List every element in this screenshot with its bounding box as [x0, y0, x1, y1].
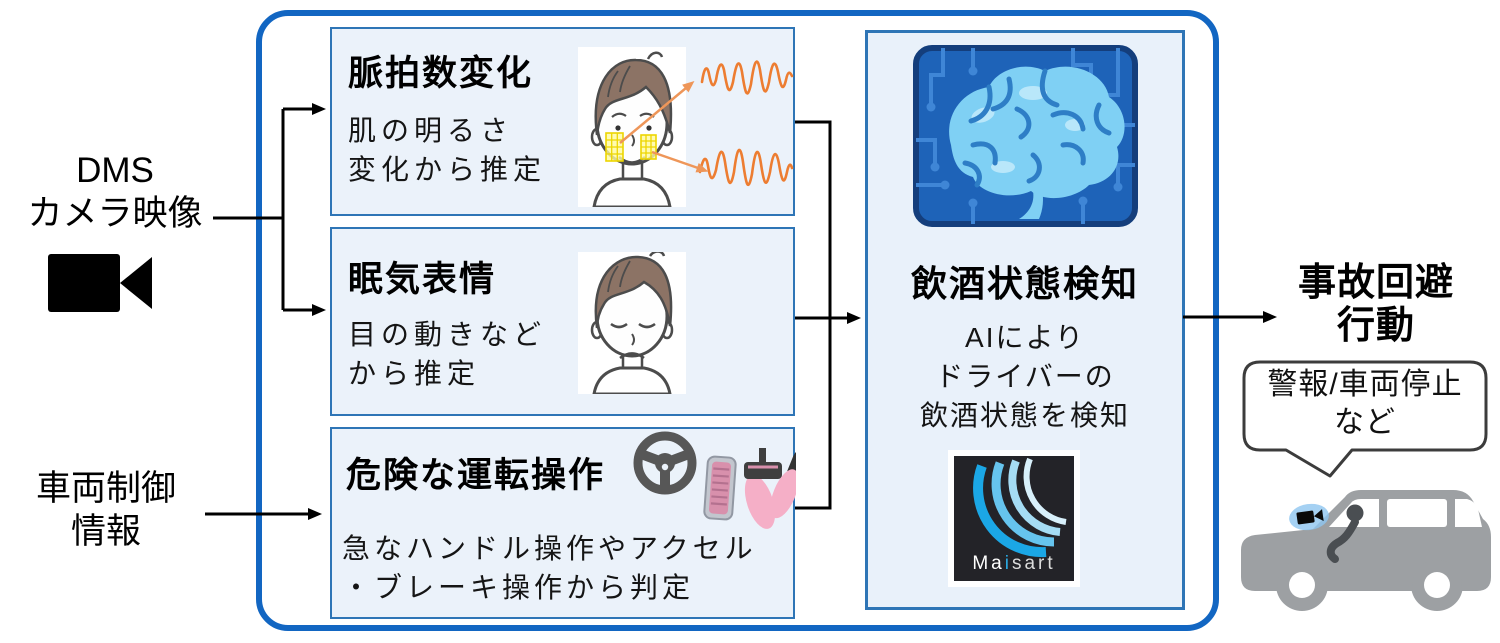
sleepy-face-illustration [578, 252, 686, 394]
pulse-measurement-face-illustration [578, 47, 686, 207]
drowsiness-box: 眠気表情 目の動きなど から推定 [330, 227, 795, 416]
drowsy-box-desc: 目の動きなど から推定 [348, 319, 547, 389]
driving-box-desc: 急なハンドル操作やアクセル ・ブレーキ操作から判定 [342, 533, 757, 603]
dms-label-line2: カメラ映像 [27, 193, 203, 233]
pedals-feet-icon [703, 448, 796, 529]
pulse-box-desc: 肌の明るさ 変化から推定 [348, 115, 547, 185]
maisart-arcs [973, 457, 1067, 558]
ai-brain-circuit-icon [913, 45, 1138, 227]
video-camera-icon [48, 254, 152, 312]
dms-camera-label: DMS カメラ映像 [6, 150, 224, 235]
driver-figure [1326, 504, 1364, 563]
speech-bubble-text: 警報/車両停止 など [1267, 368, 1463, 439]
steering-wheel-icon [633, 431, 697, 495]
cheek-patch-left [605, 132, 624, 162]
vehicle-label-line2: 情報 [70, 511, 141, 551]
car-with-driver-icon [1241, 490, 1491, 611]
pulse-box-title: 脈拍数変化 [348, 54, 534, 93]
drowsy-box-title: 眠気表情 [348, 260, 497, 299]
pulse-waveform-lower-icon [698, 148, 794, 187]
detection-desc: AIにより ドライバーの 飲酒状態を検知 [919, 322, 1130, 431]
system-frame [256, 10, 1219, 631]
brain-gyri [962, 68, 1112, 188]
in-car-camera-icon [1289, 503, 1329, 531]
vehicle-control-label: 車両制御 情報 [8, 468, 204, 553]
vehicle-label-line1: 車両制御 [35, 469, 176, 508]
maisart-wordmark: Maisart [972, 553, 1055, 574]
detection-title: 飲酒状態検知 [910, 263, 1139, 304]
dms-label-line1: DMS [76, 151, 154, 190]
cheek-patch-right [640, 134, 657, 160]
accident-avoidance-title: 事故回避 行動 [1297, 262, 1454, 347]
pulse-waveform-upper-icon [700, 60, 794, 95]
pulse-rate-box: 脈拍数変化 肌の明るさ 変化から推定 [330, 27, 795, 216]
driving-box-title: 危険な運転操作 [346, 456, 606, 495]
circuit-traces [916, 48, 1135, 224]
maisart-logo: Maisart [948, 450, 1080, 587]
